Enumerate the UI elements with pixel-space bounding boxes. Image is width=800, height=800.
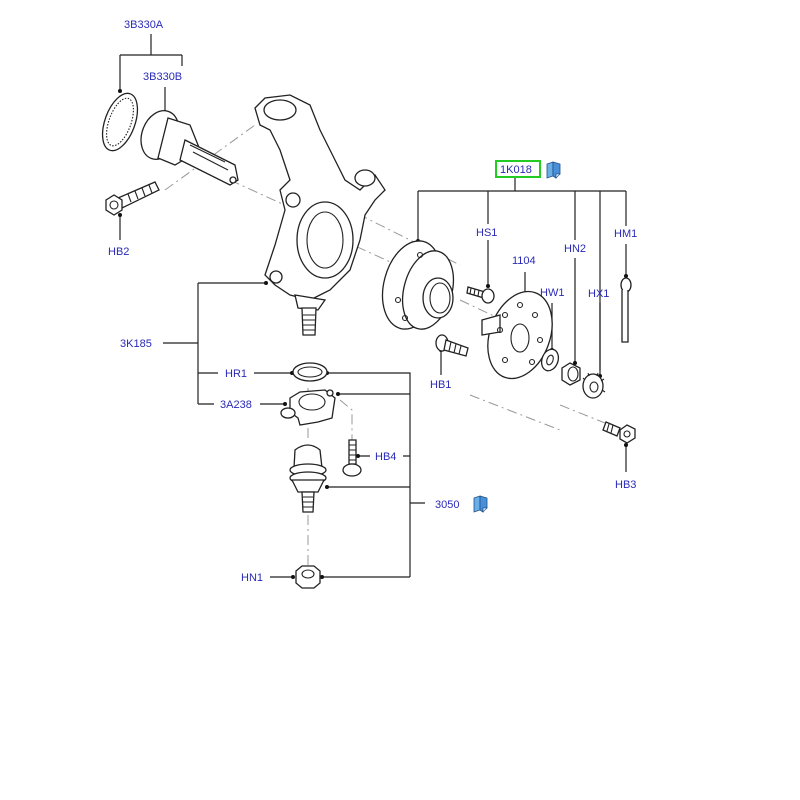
label-HR1[interactable]: HR1 — [225, 368, 247, 380]
bolt-hb4-part[interactable] — [342, 439, 362, 477]
label-HB2[interactable]: HB2 — [108, 246, 129, 258]
label-HB3[interactable]: HB3 — [615, 479, 636, 491]
bolt-hb3-part[interactable] — [602, 421, 636, 444]
label-HB1[interactable]: HB1 — [430, 379, 451, 391]
catalog-book-icon[interactable] — [546, 161, 561, 179]
abs-ring-part[interactable] — [96, 89, 145, 156]
label-HW1[interactable]: HW1 — [540, 287, 564, 299]
label-HB4[interactable]: HB4 — [375, 451, 396, 463]
leader-lines — [118, 34, 628, 579]
label-3K185[interactable]: 3K185 — [120, 338, 152, 350]
label-HN2[interactable]: HN2 — [564, 243, 586, 255]
label-1K018[interactable]: 1K018 — [500, 164, 532, 176]
hub-nut-hn2-part[interactable] — [561, 362, 581, 386]
bolt-hb2-part[interactable] — [105, 181, 160, 216]
wheel-stud-hb1-part[interactable] — [435, 334, 469, 357]
label-HN1[interactable]: HN1 — [241, 572, 263, 584]
shield-3a238-part[interactable] — [280, 389, 336, 426]
label-HS1[interactable]: HS1 — [476, 227, 497, 239]
label-3B330B[interactable]: 3B330B — [143, 71, 182, 83]
part-labels: 3B330A 3B330B HB2 1K018 HS1 1104 HW1 HN2… — [108, 19, 637, 584]
hub-bearing-part[interactable] — [373, 234, 461, 335]
knuckle-part[interactable] — [254, 94, 386, 336]
split-pin-hm1-part[interactable] — [620, 277, 632, 343]
hub-flange-part[interactable] — [476, 282, 563, 387]
ball-joint-part[interactable] — [289, 444, 327, 513]
label-HM1[interactable]: HM1 — [614, 228, 637, 240]
catalog-book-icon[interactable] — [473, 495, 488, 513]
washer-hw1-part[interactable] — [539, 347, 562, 373]
screw-hs1-part[interactable] — [466, 286, 495, 304]
nut-retainer-hx1-part[interactable] — [582, 372, 606, 399]
label-3050[interactable]: 3050 — [435, 499, 459, 511]
selected-part-highlight — [495, 160, 541, 178]
nut-hn1-part[interactable] — [295, 565, 321, 589]
label-3B330A[interactable]: 3B330A — [124, 19, 164, 31]
circlip-hr1-part[interactable] — [292, 362, 328, 382]
label-1104[interactable]: 1104 — [512, 255, 536, 267]
cv-joint-part[interactable] — [135, 105, 239, 186]
label-HX1[interactable]: HX1 — [588, 288, 609, 300]
label-3A238[interactable]: 3A238 — [220, 399, 252, 411]
